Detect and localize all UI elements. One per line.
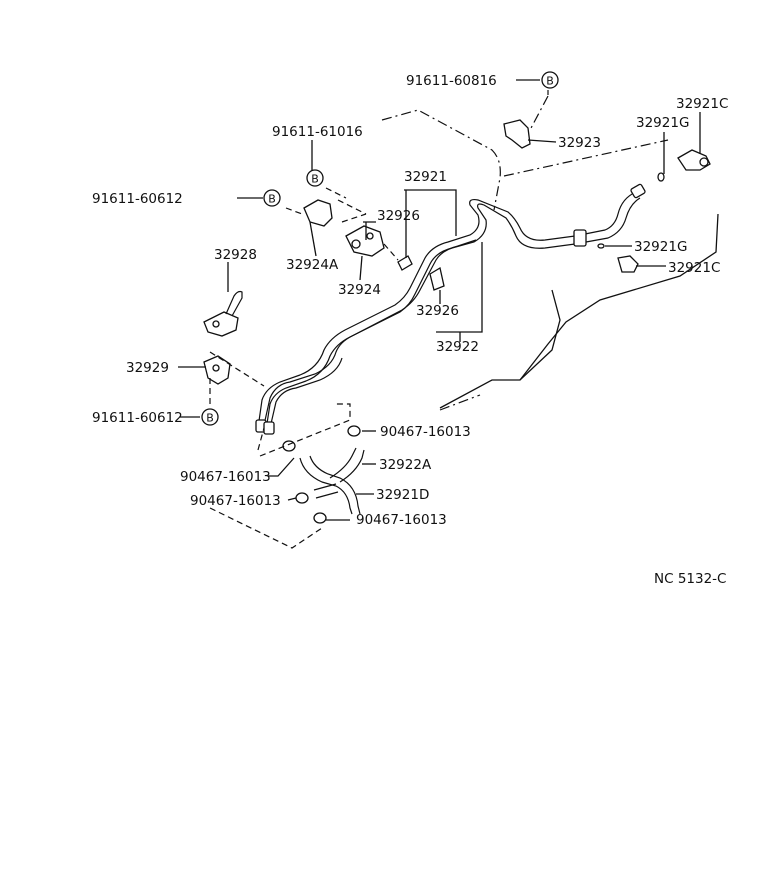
- label-32926-top: 32926: [377, 208, 420, 224]
- bracket-32929: [203, 355, 231, 385]
- label-32929: 32929: [126, 360, 169, 376]
- label-90467-16013-d: 90467-16013: [356, 512, 447, 528]
- hose-clamp: [313, 512, 327, 524]
- bracket-32924: [345, 225, 385, 257]
- diagram-code: NC 5132-C: [654, 571, 726, 587]
- marker-b-60612-top: B: [263, 189, 281, 207]
- gasket-32921G-top: [657, 172, 665, 182]
- label-32922: 32922: [436, 339, 479, 355]
- label-32921: 32921: [404, 169, 447, 185]
- reference-lines: [209, 90, 719, 549]
- label-91611-60612-bottom: 91611-60612: [92, 410, 183, 426]
- union-32921C-top: [677, 149, 711, 171]
- pipe-end-fitting: [630, 183, 646, 199]
- svg-text:B: B: [311, 173, 319, 186]
- label-32922A: 32922A: [379, 457, 432, 473]
- bracket-32928: [203, 290, 243, 337]
- hose-assembly: [282, 425, 365, 524]
- marker-b-top: B: [541, 71, 559, 89]
- label-91611-60816: 91611-60816: [406, 73, 497, 89]
- label-32928: 32928: [214, 247, 257, 263]
- union-32921C-mid: [617, 255, 639, 273]
- marker-b-60612-bottom: B: [201, 408, 219, 426]
- label-91611-60612-top: 91611-60612: [92, 191, 183, 207]
- label-32924A: 32924A: [286, 257, 339, 273]
- hose-32926-top: [397, 255, 413, 271]
- label-90467-16013-a: 90467-16013: [380, 424, 471, 440]
- svg-text:B: B: [546, 75, 554, 88]
- pipe-union: [573, 229, 587, 247]
- clamp-32923: [503, 119, 531, 149]
- leader-lines: [178, 79, 701, 521]
- label-32921G-top: 32921G: [636, 115, 689, 131]
- pipe-end-fitting-left-2: [263, 421, 275, 435]
- label-32923: 32923: [558, 135, 601, 151]
- bracket-32924A: [303, 199, 333, 227]
- label-32921D: 32921D: [376, 487, 429, 503]
- label-32921C-mid: 32921C: [668, 260, 720, 276]
- label-90467-16013-b: 90467-16013: [180, 469, 271, 485]
- label-32921G-mid: 32921G: [634, 239, 687, 255]
- hose-clamp: [295, 492, 309, 504]
- label-90467-16013-c: 90467-16013: [190, 493, 281, 509]
- svg-text:B: B: [206, 412, 214, 425]
- hose-32926-mid: [429, 266, 445, 291]
- gasket-32921G-mid: [597, 243, 605, 249]
- label-32924: 32924: [338, 282, 381, 298]
- marker-b-61016: B: [306, 169, 324, 187]
- label-32926-mid: 32926: [416, 303, 459, 319]
- label-32921C-top: 32921C: [676, 96, 728, 112]
- hose-clamp: [347, 425, 361, 437]
- label-91611-61016: 91611-61016: [272, 124, 363, 140]
- svg-text:B: B: [268, 193, 276, 206]
- main-pipe-assembly: [255, 183, 646, 435]
